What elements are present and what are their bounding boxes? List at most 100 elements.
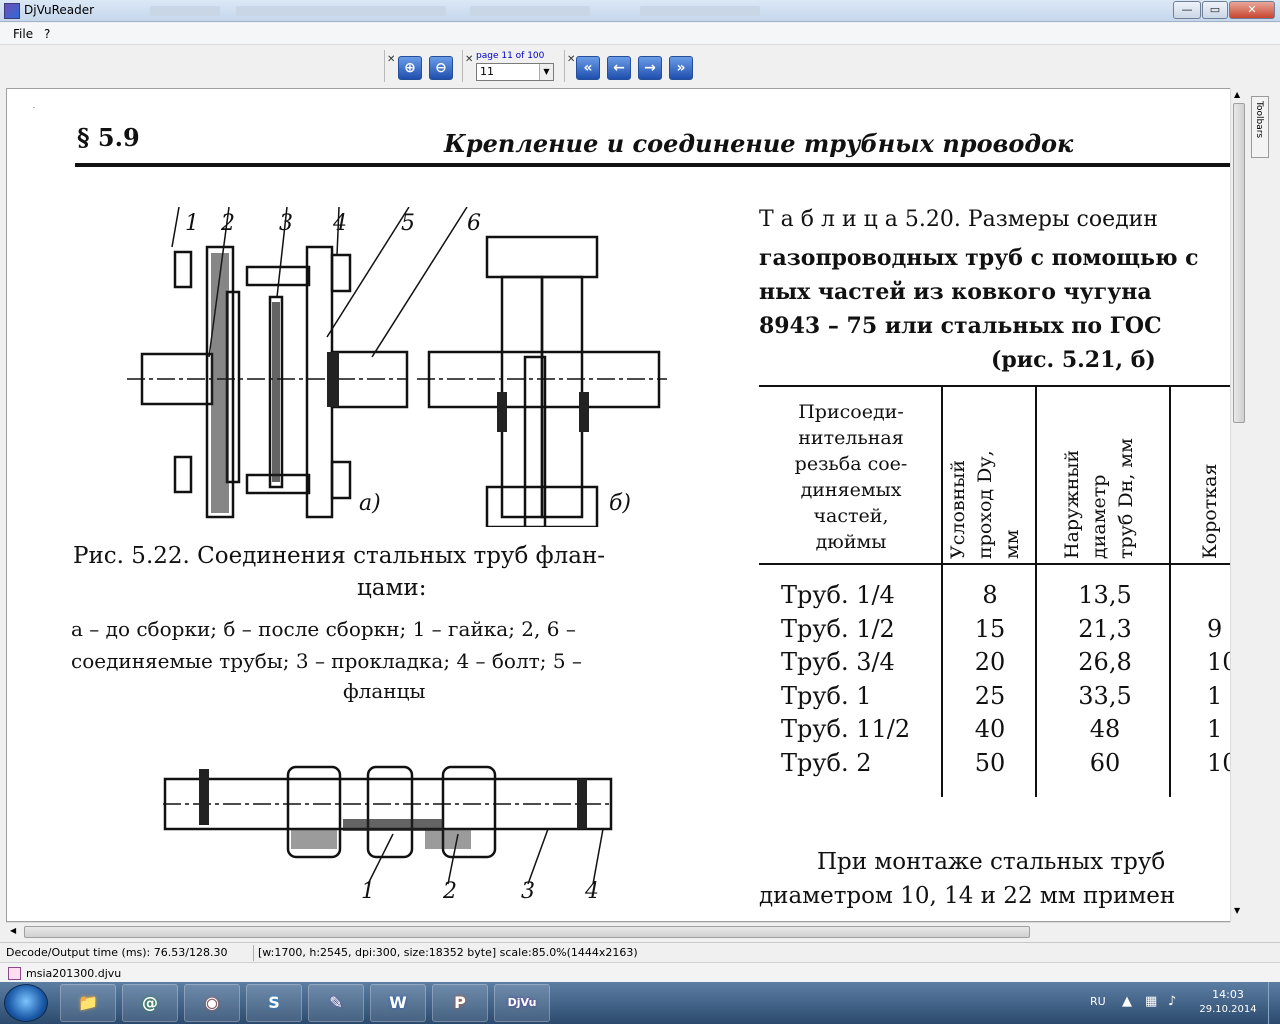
table-cell-dn: 48 — [1089, 715, 1121, 743]
last-page-button[interactable]: » — [669, 56, 693, 80]
table-col-rule — [941, 387, 943, 797]
volume-icon[interactable]: ♪ — [1168, 994, 1177, 1009]
file-tab-bar: msia201300.djvu — [0, 962, 1280, 982]
table-title-line: (рис. 5.21, б) — [991, 347, 1156, 373]
zoom-out-button[interactable]: ⊖ — [429, 56, 453, 80]
taskbar-app[interactable]: P — [432, 984, 488, 1022]
table-cell-dn: 33,5 — [1078, 681, 1132, 710]
fig2-label-2: 2 — [443, 879, 457, 904]
next-page-button[interactable]: → — [638, 56, 662, 80]
zoom-in-button[interactable]: ⊕ — [398, 56, 422, 80]
clock-time[interactable]: 14:03 — [1212, 988, 1244, 1001]
table-col-rule — [1035, 387, 1037, 797]
taskbar-app[interactable]: W — [370, 984, 426, 1022]
scroll-down-icon[interactable]: ▼ — [1234, 906, 1241, 915]
scroll-left-icon[interactable]: ◀ — [10, 926, 17, 935]
close-group-icon[interactable]: ✕ — [465, 54, 474, 65]
table-cell-thread: Труб. 1 — [781, 681, 872, 710]
file-tab[interactable]: msia201300.djvu — [26, 967, 122, 980]
maximize-button[interactable]: ▭ — [1202, 1, 1228, 19]
table-cell-dn: 26,8 — [1078, 648, 1132, 676]
vertical-scroll-thumb[interactable] — [1233, 103, 1245, 423]
title-bar[interactable]: DjVuReader — ▭ ✕ — [0, 0, 1280, 22]
menu-help[interactable]: ? — [44, 27, 51, 41]
fig2-label-4: 4 — [585, 879, 599, 904]
table-cell-c4: 1 — [1207, 715, 1223, 743]
fig1-label-b: б) — [609, 491, 632, 516]
start-button[interactable] — [4, 984, 48, 1022]
decode-time: Decode/Output time (ms): 76.53/128.30 — [6, 946, 228, 959]
menu-bar: File ? — [0, 23, 1280, 45]
section-number: § 5.9 — [77, 123, 140, 152]
page-count-label: page 11 of 100 — [476, 51, 545, 61]
nav-group: ✕ — [564, 50, 704, 82]
minimize-button[interactable]: — — [1173, 1, 1201, 19]
ghost-tab — [640, 6, 760, 16]
language-indicator[interactable]: RU — [1090, 995, 1106, 1008]
table-cell-dn: 60 — [1089, 748, 1121, 777]
toolbars-side-tab[interactable]: Toolbars — [1251, 96, 1269, 158]
table-cell-dy: 15 — [974, 614, 1006, 643]
fig2-label-1: 1 — [361, 879, 375, 904]
table-cell-dy: 25 — [974, 681, 1006, 710]
page-select[interactable]: 11 ▼ — [476, 63, 554, 81]
table-header-rule — [759, 563, 1237, 565]
fig1-label-4: 4 — [333, 211, 347, 236]
taskbar-app[interactable]: 📁 — [60, 984, 116, 1022]
tray-arrow-icon[interactable]: ▲ — [1122, 994, 1132, 1009]
figure-caption-line: соединяемые трубы; 3 – прокладка; 4 – бо… — [71, 649, 582, 673]
figure-flange-connection — [127, 207, 667, 527]
figure-caption-title: Рис. 5.22. Соединения стальных труб флан… — [73, 543, 606, 569]
figure-caption-line: фланцы — [343, 679, 426, 703]
ghost-tab — [470, 6, 590, 16]
table-cell-dn: 21,3 — [1078, 614, 1132, 643]
fig1-label-3: 3 — [279, 211, 293, 236]
chevron-down-icon[interactable]: ▼ — [539, 64, 553, 80]
clock-date[interactable]: 29.10.2014 — [1199, 1004, 1257, 1015]
toolbar: ✕ ⊕ ⊖ ✕ ✕ « ← → » — [0, 46, 1280, 86]
fig1-label-2: 2 — [221, 211, 235, 236]
first-page-button[interactable]: « — [576, 56, 600, 80]
header-rule — [75, 163, 1237, 167]
show-desktop-button[interactable] — [1268, 982, 1280, 1024]
fig2-label-3: 3 — [521, 879, 535, 904]
table-cell-dy: 50 — [974, 748, 1006, 777]
table-row: Труб. 1 25 33,5 1 — [7, 682, 1237, 714]
document-page: · § 5.9 Крепление и соединение трубных п… — [7, 89, 1238, 921]
table-cell-c4: 1 — [1207, 681, 1223, 710]
document-viewport[interactable]: · § 5.9 Крепление и соединение трубных п… — [6, 88, 1246, 922]
menu-file[interactable]: File — [13, 27, 34, 41]
vertical-scrollbar[interactable]: ▲ ▼ — [1230, 88, 1246, 922]
table-cell-thread: Труб. 1/2 — [781, 614, 895, 643]
close-group-icon[interactable]: ✕ — [567, 54, 576, 65]
close-group-icon[interactable]: ✕ — [387, 54, 396, 65]
taskbar-app[interactable]: DjVu — [494, 984, 550, 1022]
taskbar-app[interactable]: ✎ — [308, 984, 364, 1022]
body-text: При монтаже стальных труб — [817, 849, 1166, 875]
taskbar-app[interactable]: ◉ — [184, 984, 240, 1022]
djvu-app-icon — [4, 3, 20, 19]
table-title-line: Т а б л и ц а 5.20. Размеры соедин — [759, 207, 1158, 232]
body-text: диаметром 10, 14 и 22 мм примен — [759, 883, 1176, 909]
document-info: [w:1700, h:2545, dpi:300, size:18352 byt… — [258, 946, 638, 959]
horizontal-scrollbar[interactable]: ◀ — [6, 922, 1230, 940]
fig1-label-1: 1 — [185, 211, 199, 236]
taskbar-app[interactable]: S — [246, 984, 302, 1022]
close-button[interactable]: ✕ — [1229, 1, 1275, 19]
horizontal-scroll-thumb[interactable] — [24, 926, 1030, 938]
taskbar-app[interactable]: @ — [122, 984, 178, 1022]
figure-union-connection — [163, 765, 613, 885]
table-cell-thread: Труб. 1/4 — [781, 581, 895, 609]
figure-caption-title-2: цами: — [357, 575, 427, 601]
table-cell-dy: 20 — [974, 648, 1006, 676]
fig1-label-a: а) — [359, 491, 381, 516]
network-icon[interactable]: ▦ — [1145, 994, 1158, 1009]
prev-page-button[interactable]: ← — [607, 56, 631, 80]
table-cell-thread: Труб. 2 — [781, 748, 872, 777]
ghost-tab — [150, 6, 220, 16]
table-header-dn: Наружный диаметр труб Dн, мм — [1061, 438, 1137, 559]
scroll-up-icon[interactable]: ▲ — [1234, 90, 1241, 99]
